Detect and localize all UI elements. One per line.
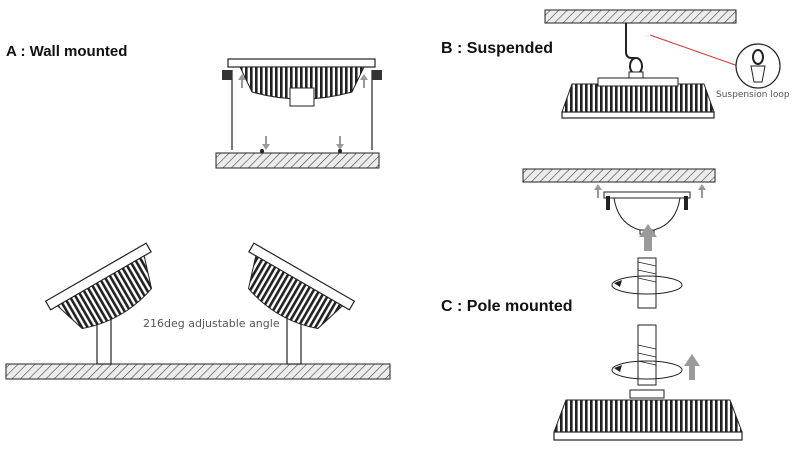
adjustable-angle-label: 216deg adjustable angle	[143, 317, 280, 330]
suspended-diagram	[544, 9, 781, 119]
wall-mounted-diagram	[215, 58, 382, 169]
pole-upper-segment	[637, 257, 657, 309]
wall-surface	[215, 152, 380, 169]
pole-lamp	[553, 399, 743, 433]
arrow-up-icon	[684, 354, 700, 380]
ground-surface	[5, 363, 391, 380]
rotate-arrow-icon	[611, 275, 683, 295]
arrow-up-icon	[238, 74, 368, 88]
suspended-lamp	[561, 83, 715, 113]
callout-line	[649, 34, 739, 67]
pole-mounted-diagram	[522, 168, 743, 441]
wall-mounted-label: A : Wall mounted	[6, 43, 128, 60]
pole-ceiling-surface	[522, 168, 716, 183]
left-tilted-lamp	[44, 242, 153, 330]
ground-mounted-diagram	[5, 242, 391, 380]
lamp-mount-plate	[227, 58, 376, 68]
arrow-up-icon	[594, 184, 706, 251]
pole-mounted-label: C : Pole mounted	[441, 298, 573, 315]
suspended-label: B : Suspended	[441, 40, 554, 57]
right-tilted-lamp	[247, 242, 356, 330]
suspension-loop-label: Suspension loop	[716, 90, 790, 100]
rotate-arrow-icon	[611, 360, 683, 380]
arrow-down-icon	[262, 136, 344, 150]
pole-canopy	[613, 197, 681, 231]
ceiling-surface	[544, 9, 737, 24]
